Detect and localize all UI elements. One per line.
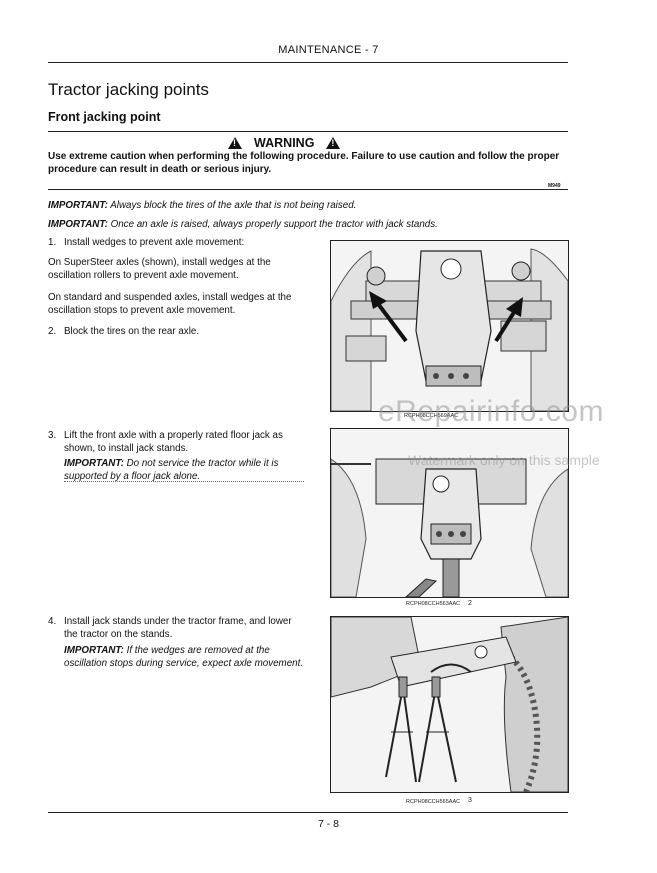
important-note-3: IMPORTANT: Do not service the tractor wh… bbox=[64, 458, 304, 483]
important-note-1: IMPORTANT: Always block the tires of the… bbox=[48, 200, 356, 211]
step-number: 1. bbox=[48, 237, 57, 248]
watermark-main: eRepairinfo.com bbox=[378, 395, 604, 428]
important-note-4: IMPORTANT: If the wedges are removed at … bbox=[64, 645, 304, 670]
figure-caption: RCPH08CCH565AAC bbox=[406, 799, 461, 805]
important-label: IMPORTANT: bbox=[64, 645, 124, 656]
header-divider bbox=[48, 62, 568, 63]
step-text: Block the tires on the rear axle. bbox=[64, 326, 200, 337]
figure-caption: RCPH08CCH569AAC bbox=[404, 413, 459, 419]
warning-triangle-icon bbox=[326, 137, 341, 149]
figure-3-jack-stands bbox=[330, 616, 569, 793]
important-text: Always block the tires of the axle that … bbox=[107, 200, 357, 211]
step-2: 2. Block the tires on the rear axle. bbox=[48, 326, 304, 339]
warning-triangle-icon bbox=[228, 137, 242, 149]
watermark-sub: Watermark only on this sample bbox=[408, 452, 600, 468]
paragraph-standard-axles: On standard and suspended axles, install… bbox=[48, 292, 292, 316]
figure-1-illustration bbox=[331, 241, 568, 411]
step-number: 2. bbox=[48, 326, 57, 337]
figure-1-axle-wedges bbox=[330, 240, 569, 412]
section-subtitle: Front jacking point bbox=[48, 110, 161, 124]
page-number: 7 - 8 bbox=[317, 818, 339, 830]
step-text: Install wedges to prevent axle movement: bbox=[64, 237, 245, 248]
page-header-section: MAINTENANCE - 7 bbox=[278, 44, 379, 56]
dotted-separator bbox=[64, 481, 304, 482]
step-number: 3. bbox=[48, 430, 57, 441]
figure-number: 2 bbox=[468, 600, 472, 607]
step-4: 4. Install jack stands under the tractor … bbox=[48, 616, 304, 641]
important-label: IMPORTANT: bbox=[64, 458, 124, 469]
figure-2-floor-jack bbox=[330, 428, 569, 598]
warning-code: M949 bbox=[548, 183, 561, 189]
step-3: 3. Lift the front axle with a properly ra… bbox=[48, 430, 304, 455]
step-text: Lift the front axle with a properly rate… bbox=[64, 430, 283, 454]
warning-heading: WARNING bbox=[228, 136, 341, 150]
figure-number: 3 bbox=[468, 797, 472, 804]
warning-text: Use extreme caution when performing the … bbox=[48, 151, 560, 175]
figure-caption: RCPH08CCH563AAC bbox=[406, 601, 461, 607]
important-text: Do not service the tractor while it is s… bbox=[64, 458, 279, 482]
step-number: 4. bbox=[48, 616, 57, 627]
step-1: 1. Install wedges to prevent axle movemen… bbox=[48, 237, 304, 250]
important-text: If the wedges are removed at the oscilla… bbox=[64, 645, 304, 669]
important-label: IMPORTANT: bbox=[48, 200, 108, 211]
warning-bottom-divider bbox=[48, 189, 568, 190]
warning-label: WARNING bbox=[254, 136, 315, 150]
step-text: Install jack stands under the tractor fr… bbox=[64, 616, 292, 640]
figure-2-illustration bbox=[331, 429, 568, 597]
important-label: IMPORTANT: bbox=[48, 219, 108, 230]
figure-3-illustration bbox=[331, 617, 568, 792]
paragraph-supersteer: On SuperSteer axles (shown), install wed… bbox=[48, 257, 271, 281]
warning-top-divider bbox=[48, 131, 568, 132]
important-note-2: IMPORTANT: Once an axle is raised, alway… bbox=[48, 219, 438, 230]
important-text: Once an axle is raised, always properly … bbox=[107, 219, 438, 230]
footer-divider bbox=[48, 812, 568, 813]
page-title: Tractor jacking points bbox=[48, 80, 209, 99]
